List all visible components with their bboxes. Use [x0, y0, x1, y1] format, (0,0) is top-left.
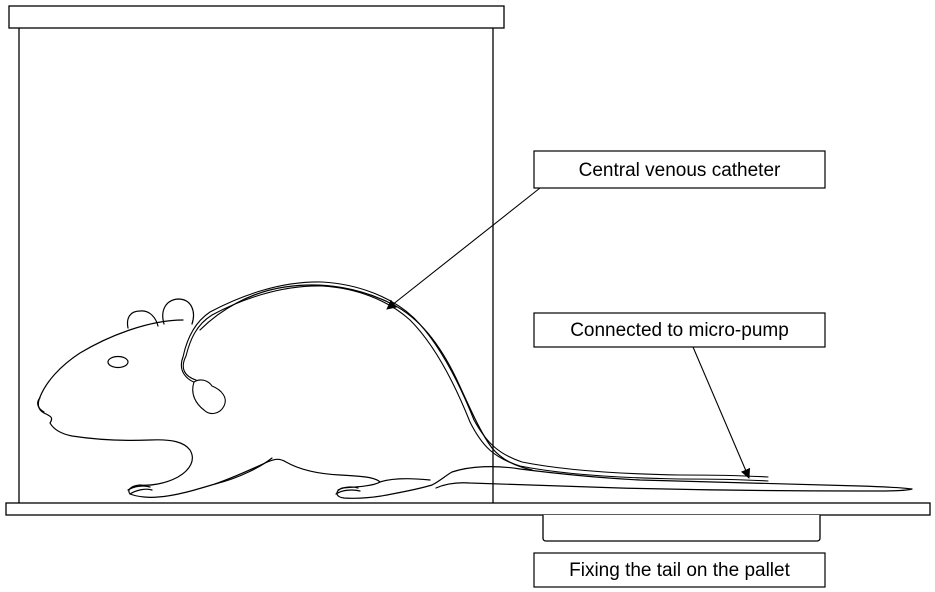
- rat-front-ear: [126, 310, 159, 329]
- rat-nose: [37, 397, 45, 413]
- rat-front-paw: [127, 485, 153, 495]
- rat-belly: [214, 457, 273, 485]
- rat-hind-paw: [335, 486, 361, 495]
- tail-pallet: [542, 515, 821, 542]
- label-pallet-box: [533, 552, 826, 588]
- rat-eye: [107, 355, 129, 369]
- label-pump-box: [533, 312, 826, 348]
- label-catheter-text: Central venous catheter: [579, 160, 781, 181]
- arrow-to-catheter: [386, 187, 541, 310]
- restraint-cage: [8, 5, 505, 503]
- rat-back-ear: [162, 298, 195, 325]
- rat-hind-leg: [379, 478, 431, 483]
- label-pallet-text: Fixing the tail on the pallet: [569, 560, 790, 581]
- catheter-line-outer: [182, 285, 769, 482]
- cage-lid: [8, 5, 505, 29]
- label-catheter: Central venous catheter: [533, 150, 826, 189]
- label-pump: Connected to micro-pump: [533, 312, 826, 348]
- base-platform: [5, 502, 931, 516]
- catheter-line-inner: [180, 281, 769, 478]
- base: [5, 502, 931, 542]
- rat-body-outline: [37, 319, 913, 499]
- label-pump-text: Connected to micro-pump: [570, 320, 789, 341]
- label-pallet: Fixing the tail on the pallet: [533, 552, 826, 588]
- catheter-exit-pad: [192, 379, 226, 415]
- catheter-tube: [180, 281, 769, 482]
- arrow-to-pump: [692, 346, 751, 479]
- rat: [37, 284, 913, 499]
- label-catheter-box: [533, 150, 826, 189]
